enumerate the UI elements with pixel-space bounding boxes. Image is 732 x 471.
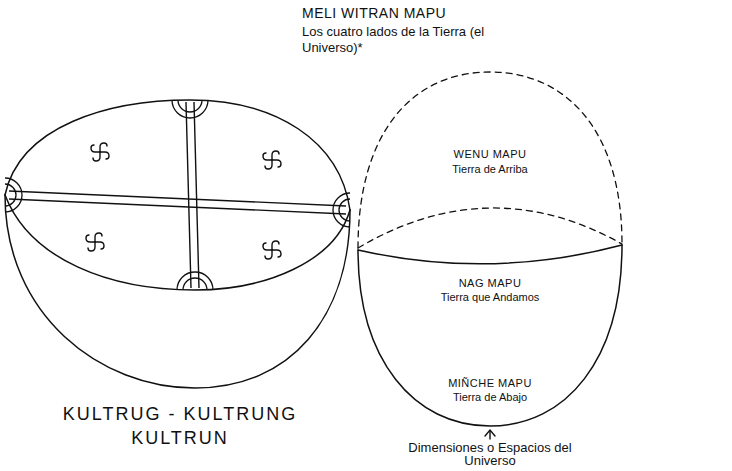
world-name: WENU MAPU [415, 147, 565, 161]
dimensions-note: Dimensiones o Espacios del Universo [405, 441, 575, 467]
label-wrap: Dimensiones o Espacios del Universo [405, 441, 575, 467]
world-meaning: Tierra de Arriba [415, 162, 565, 176]
world-name: NAG MAPU [405, 276, 575, 290]
subtitle-note: Los cuatro lados de la Tierra (el Univer… [302, 24, 497, 56]
world-meaning: Tierra que Andamos [405, 290, 575, 304]
title-wrap: MELI WITRAN MAPU [302, 5, 446, 22]
pointer-arrow [485, 430, 495, 439]
upper-world-dome-outline [356, 66, 624, 256]
kultrun-drum: KULTRUG - KULTRUNG KULTRUN [0, 90, 360, 460]
strap-arcs [5, 100, 350, 290]
label-wrap: Los cuatro lados de la Tierra (el Univer… [302, 24, 497, 56]
diagram-title: MELI WITRAN MAPU [302, 5, 446, 22]
upper-world-dome: WENU MAPUTierra de Arriba [356, 66, 624, 256]
world-meaning: Tierra de Abajo [430, 390, 550, 404]
earth-bowl: NAG MAPUTierra que AndamosMIÑCHE MAPUTie… [356, 240, 624, 430]
world-name: MIÑCHE MAPU [430, 376, 550, 390]
drum-name: KULTRUG - KULTRUNG KULTRUN [55, 402, 305, 450]
swirl-symbols [86, 143, 281, 259]
drum-straps [9, 102, 346, 288]
